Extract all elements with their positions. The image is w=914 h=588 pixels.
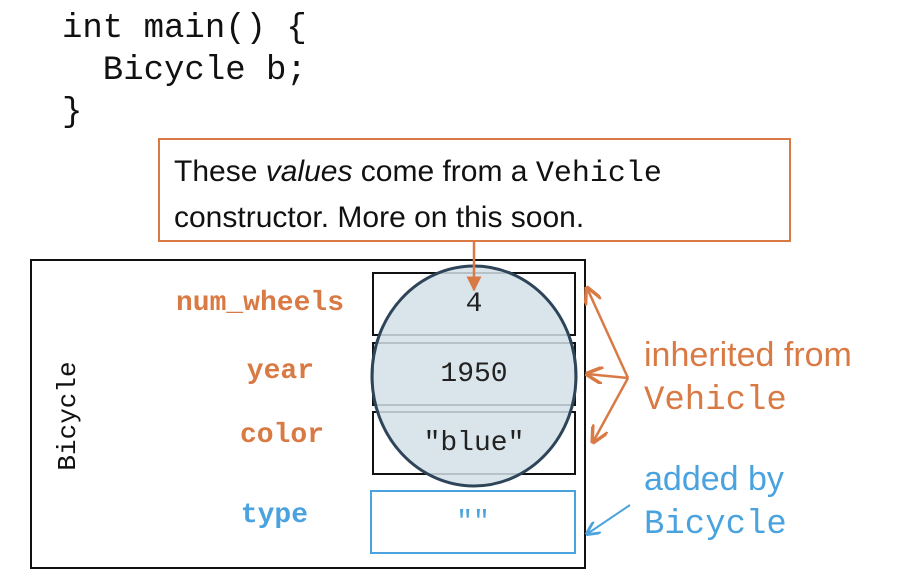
- callout-text-values: values: [265, 155, 353, 188]
- callout-text-vehicle: Vehicle: [535, 157, 662, 191]
- callout-line-1: These values come from a Vehicle: [174, 150, 775, 196]
- added-note-text: added by: [644, 460, 784, 498]
- value-num-wheels-wrap: 4: [372, 272, 576, 336]
- added-note-class: Bicycle: [644, 506, 787, 544]
- inherited-arrow-3: [593, 377, 630, 442]
- code-line-3: }: [62, 94, 83, 132]
- member-type: type: [240, 500, 308, 531]
- added-arrow: [587, 504, 631, 534]
- bicycle-object-box: [30, 259, 586, 569]
- callout-text-a: These: [174, 155, 266, 188]
- member-year: year: [246, 356, 314, 387]
- value-type: "": [456, 506, 490, 538]
- inherited-arrow-2: [587, 374, 629, 378]
- value-color: "blue": [423, 427, 525, 459]
- inherited-note: inherited from Vehicle: [644, 332, 852, 424]
- code-snippet: int main() { Bicycle b; }: [62, 8, 307, 134]
- member-color: color: [239, 420, 324, 451]
- inherited-note-class: Vehicle: [644, 382, 787, 420]
- callout-line-2: constructor. More on this soon.: [174, 201, 585, 234]
- constructor-callout: These values come from a Vehicle constru…: [158, 138, 791, 242]
- value-cell-type: "": [370, 490, 576, 554]
- value-year: 1950: [440, 358, 508, 390]
- added-note: added by Bicycle: [644, 456, 787, 548]
- callout-text-b: come from a: [352, 155, 536, 188]
- member-num-wheels: num_wheels: [175, 288, 344, 319]
- value-year-wrap: 1950: [372, 342, 576, 406]
- code-line-1: int main() {: [62, 10, 307, 48]
- value-num-wheels: 4: [465, 288, 483, 320]
- code-line-2: Bicycle b;: [62, 52, 307, 90]
- inherited-note-text: inherited from: [644, 336, 852, 374]
- value-color-wrap: "blue": [372, 411, 576, 475]
- inherited-arrow-1: [587, 288, 630, 379]
